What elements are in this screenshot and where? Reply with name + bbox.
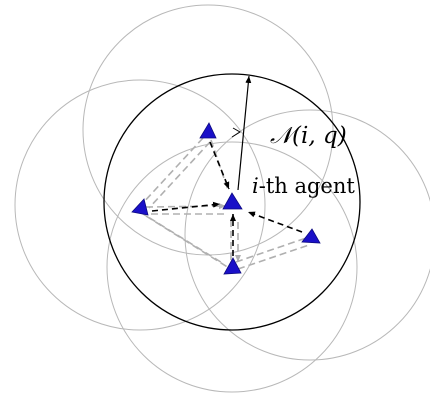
agent-top: [199, 122, 217, 139]
arrow-from-left: [151, 201, 221, 212]
sensing-circle-left: [14, 79, 266, 331]
agent-i: [222, 192, 243, 210]
neighbor-links: [139, 137, 310, 270]
sensing-circle-right: [184, 109, 430, 361]
label-leader: [231, 127, 241, 138]
agent-bottom: [223, 257, 242, 275]
neighborhood-circle: [103, 73, 361, 331]
sensing-circles: [14, 4, 430, 393]
arrow-from-right: [247, 211, 303, 233]
agent-right: [301, 228, 321, 244]
sensing-circle-bottom: [106, 141, 358, 393]
radius-arrow: [237, 75, 252, 191]
agent-left: [131, 198, 149, 216]
arrow-from-top: [209, 141, 230, 190]
neighborhood-label: 𝒩(i, q): [270, 123, 347, 149]
agents: [131, 122, 321, 275]
agent-label: i-th agent: [252, 174, 355, 198]
influence-arrows: [151, 141, 303, 256]
